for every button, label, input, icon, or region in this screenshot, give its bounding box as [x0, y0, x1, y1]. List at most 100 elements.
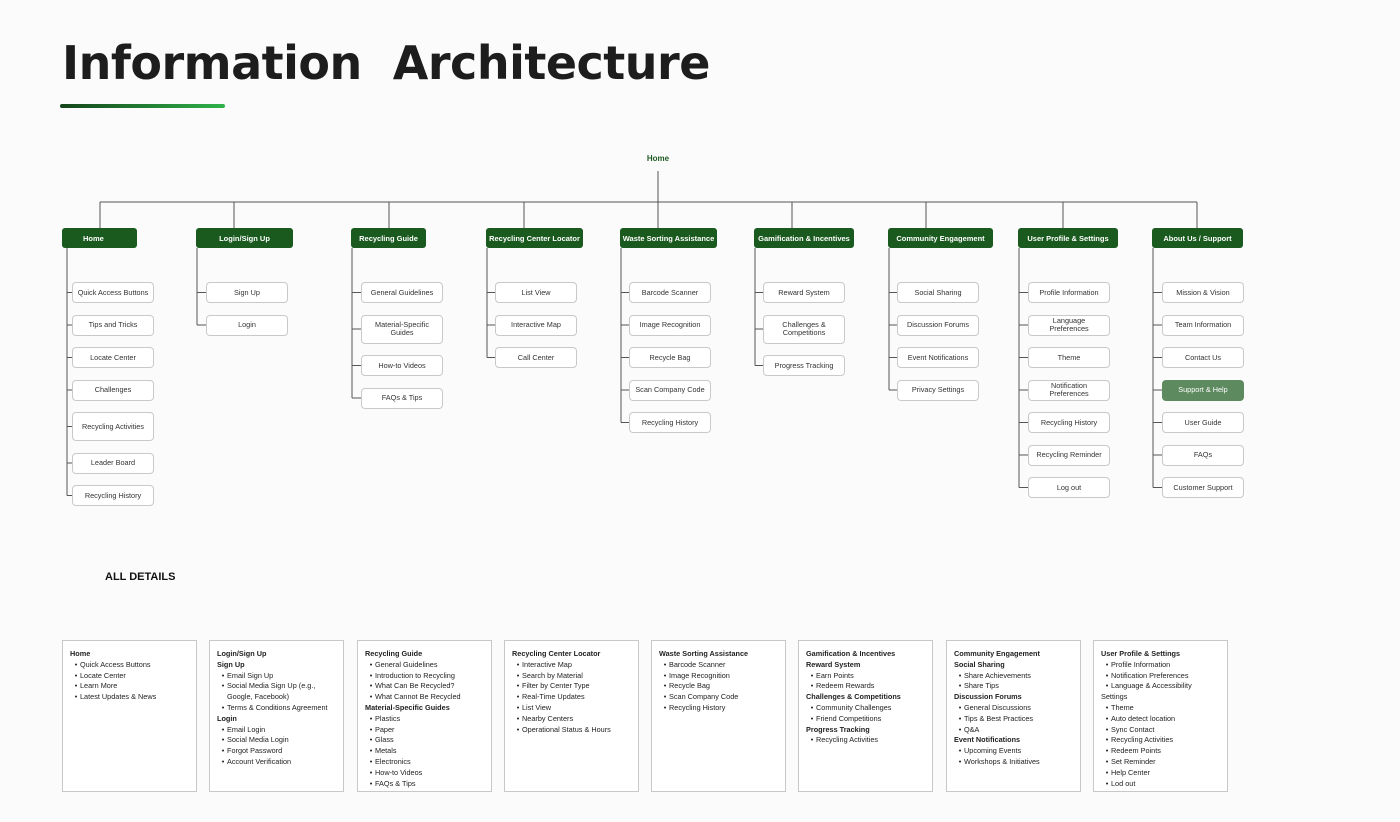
- node-image-recognition[interactable]: Image Recognition: [629, 314, 711, 336]
- details-item: Real-Time Updates: [512, 692, 631, 703]
- node-sign-up[interactable]: Sign Up: [206, 282, 288, 303]
- category-about-us-support[interactable]: About Us / Support: [1152, 228, 1243, 248]
- details-item: Nearby Centers: [512, 714, 631, 725]
- details-subheading: Login: [217, 713, 237, 723]
- root-node-home: Home: [646, 154, 670, 163]
- node-recycling-reminder[interactable]: Recycling Reminder: [1028, 444, 1110, 466]
- category-login-sign-up[interactable]: Login/Sign Up: [196, 228, 293, 248]
- category-recycling-guide[interactable]: Recycling Guide: [351, 228, 426, 248]
- node-general-guidelines[interactable]: General Guidelines: [361, 282, 443, 303]
- node-faqs-and-tips[interactable]: FAQs & Tips: [361, 387, 443, 409]
- details-subheading: Sign Up: [217, 659, 245, 669]
- details-item: Operational Status & Hours: [512, 725, 631, 736]
- category-user-profile-and-settings[interactable]: User Profile & Settings: [1018, 228, 1118, 248]
- details-box-title: User Profile & Settings: [1101, 649, 1181, 658]
- node-progress-tracking[interactable]: Progress Tracking: [763, 355, 845, 376]
- node-recycling-history[interactable]: Recycling History: [1028, 412, 1110, 433]
- node-theme[interactable]: Theme: [1028, 347, 1110, 368]
- node-log-out[interactable]: Log out: [1028, 477, 1110, 498]
- category-recycling-center-locator[interactable]: Recycling Center Locator: [486, 228, 583, 248]
- details-box-recycling-center-locator: Recycling Center LocatorInteractive MapS…: [504, 640, 639, 792]
- category-home[interactable]: Home: [62, 228, 137, 248]
- node-discussion-forums[interactable]: Discussion Forums: [897, 314, 979, 336]
- details-item: How-to Videos: [365, 768, 484, 779]
- details-item: Electronics: [365, 757, 484, 768]
- node-scan-company-code[interactable]: Scan Company Code: [629, 379, 711, 401]
- node-contact-us[interactable]: Contact Us: [1162, 347, 1244, 368]
- node-language-preferences[interactable]: Language Preferences: [1028, 314, 1110, 336]
- details-item: Barcode Scanner: [659, 660, 778, 671]
- details-item: General Guidelines: [365, 660, 484, 671]
- node-profile-information[interactable]: Profile Information: [1028, 282, 1110, 303]
- category-gamification-and-incentives[interactable]: Gamification & Incentives: [754, 228, 854, 248]
- node-challenges-and-competitions[interactable]: Challenges & Competitions: [763, 314, 845, 344]
- node-user-guide[interactable]: User Guide: [1162, 412, 1244, 433]
- node-leader-board[interactable]: Leader Board: [72, 452, 154, 474]
- category-community-engagement[interactable]: Community Engagement: [888, 228, 993, 248]
- node-mission-and-vision[interactable]: Mission & Vision: [1162, 282, 1244, 303]
- details-item: Share Tips: [954, 681, 1073, 692]
- details-item: Language & Accessibility Settings: [1101, 681, 1220, 703]
- details-box-title: Login/Sign Up: [217, 649, 267, 658]
- details-item: Notification Preferences: [1101, 671, 1220, 682]
- details-box-title: Community Engagement: [954, 649, 1040, 658]
- details-item: Metals: [365, 746, 484, 757]
- details-item: Redeem Rewards: [806, 681, 925, 692]
- details-item: Scan Company Code: [659, 692, 778, 703]
- node-social-sharing[interactable]: Social Sharing: [897, 282, 979, 303]
- details-box-title: Recycling Center Locator: [512, 649, 601, 658]
- details-item: General Discussions: [954, 703, 1073, 714]
- details-item: Interactive Map: [512, 660, 631, 671]
- node-material-specific-guides[interactable]: Material-Specific Guides: [361, 314, 443, 344]
- node-quick-access-buttons[interactable]: Quick Access Buttons: [72, 282, 154, 303]
- details-item: Learn More: [70, 681, 189, 692]
- node-barcode-scanner[interactable]: Barcode Scanner: [629, 282, 711, 303]
- details-item: Recycle Bag: [659, 681, 778, 692]
- page-title: Information Architecture: [62, 36, 710, 90]
- node-call-center[interactable]: Call Center: [495, 347, 577, 368]
- details-item: Recycling History: [659, 703, 778, 714]
- node-login[interactable]: Login: [206, 314, 288, 336]
- details-item-continuation: Google, Facebook): [227, 692, 290, 702]
- details-item: Tips & Best Practices: [954, 714, 1073, 725]
- details-item: Redeem Points: [1101, 746, 1220, 757]
- details-item: Social Media Login: [217, 735, 336, 746]
- node-how-to-videos[interactable]: How-to Videos: [361, 355, 443, 376]
- details-item: Introduction to Recycling: [365, 671, 484, 682]
- node-recycling-activities[interactable]: Recycling Activities: [72, 412, 154, 441]
- node-recycling-history[interactable]: Recycling History: [72, 485, 154, 506]
- details-item: Community Challenges: [806, 703, 925, 714]
- node-tips-and-tricks[interactable]: Tips and Tricks: [72, 314, 154, 336]
- node-recycling-history[interactable]: Recycling History: [629, 412, 711, 433]
- node-privacy-settings[interactable]: Privacy Settings: [897, 379, 979, 401]
- node-customer-support[interactable]: Customer Support: [1162, 477, 1244, 498]
- category-waste-sorting-assistance[interactable]: Waste Sorting Assistance: [620, 228, 717, 248]
- node-interactive-map[interactable]: Interactive Map: [495, 314, 577, 336]
- node-locate-center[interactable]: Locate Center: [72, 347, 154, 368]
- node-reward-system[interactable]: Reward System: [763, 282, 845, 303]
- details-box-title: Home: [70, 649, 91, 658]
- node-event-notifications[interactable]: Event Notifications: [897, 347, 979, 368]
- details-box-title: Gamification & Incentives: [806, 649, 896, 658]
- node-faqs[interactable]: FAQs: [1162, 444, 1244, 466]
- details-item: Auto detect location: [1101, 714, 1220, 725]
- details-item: Glass: [365, 735, 484, 746]
- details-item: Filter by Center Type: [512, 681, 631, 692]
- node-team-information[interactable]: Team Information: [1162, 314, 1244, 336]
- node-list-view[interactable]: List View: [495, 282, 577, 303]
- details-item: What Cannot Be Recycled: [365, 692, 484, 703]
- node-recycle-bag[interactable]: Recycle Bag: [629, 347, 711, 368]
- node-notification-preferences[interactable]: Notification Preferences: [1028, 379, 1110, 401]
- all-details-heading: ALL DETAILS: [105, 571, 176, 583]
- details-item: Help Center: [1101, 768, 1220, 779]
- node-support-and-help[interactable]: Support & Help: [1162, 379, 1244, 401]
- node-challenges[interactable]: Challenges: [72, 379, 154, 401]
- details-item: Quick Access Buttons: [70, 660, 189, 671]
- details-item: FAQs & Tips: [365, 779, 484, 790]
